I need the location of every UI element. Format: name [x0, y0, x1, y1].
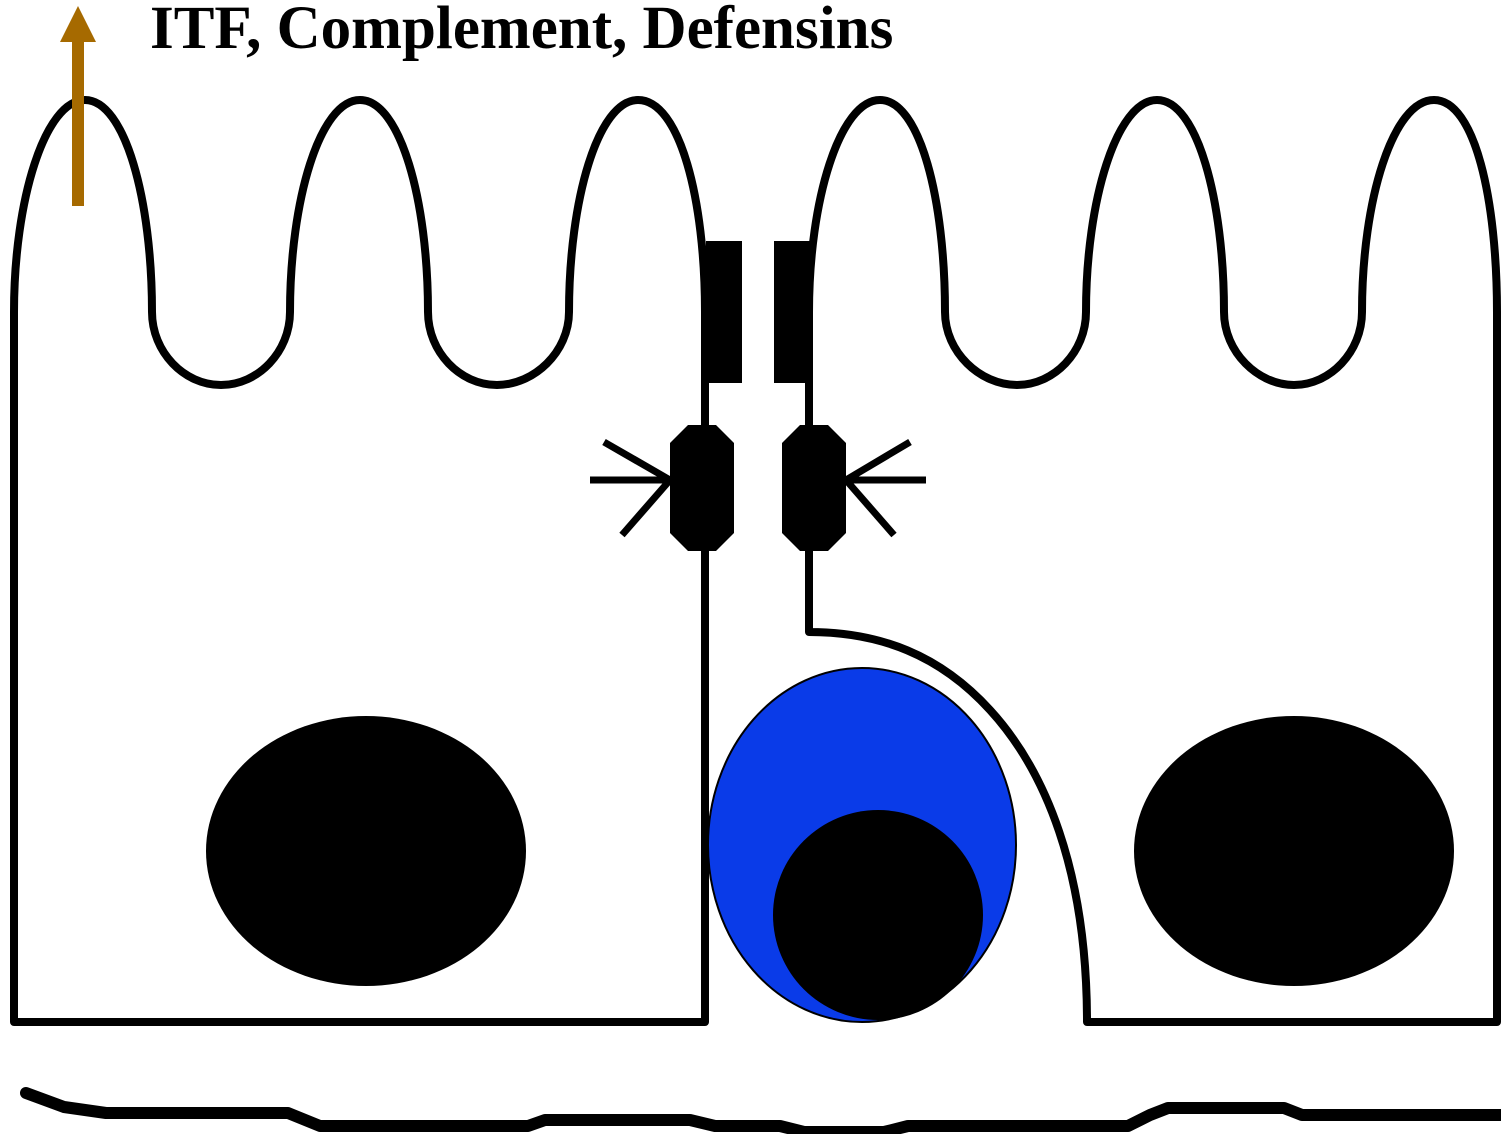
secreted-products-label: ITF, Complement, Defensins — [150, 0, 893, 64]
desmosome-filaments-left — [590, 442, 670, 535]
tight-junction-left — [706, 241, 742, 383]
tight-junction-right — [774, 241, 810, 383]
desmosome-filaments-right — [846, 442, 926, 535]
desmosome-right — [782, 425, 846, 551]
right-cell-nucleus — [1134, 716, 1454, 986]
basement-membrane — [26, 1093, 1501, 1132]
left-cell-nucleus — [206, 716, 526, 986]
vesicle-nucleus — [773, 810, 983, 1020]
desmosome-left — [670, 425, 734, 551]
